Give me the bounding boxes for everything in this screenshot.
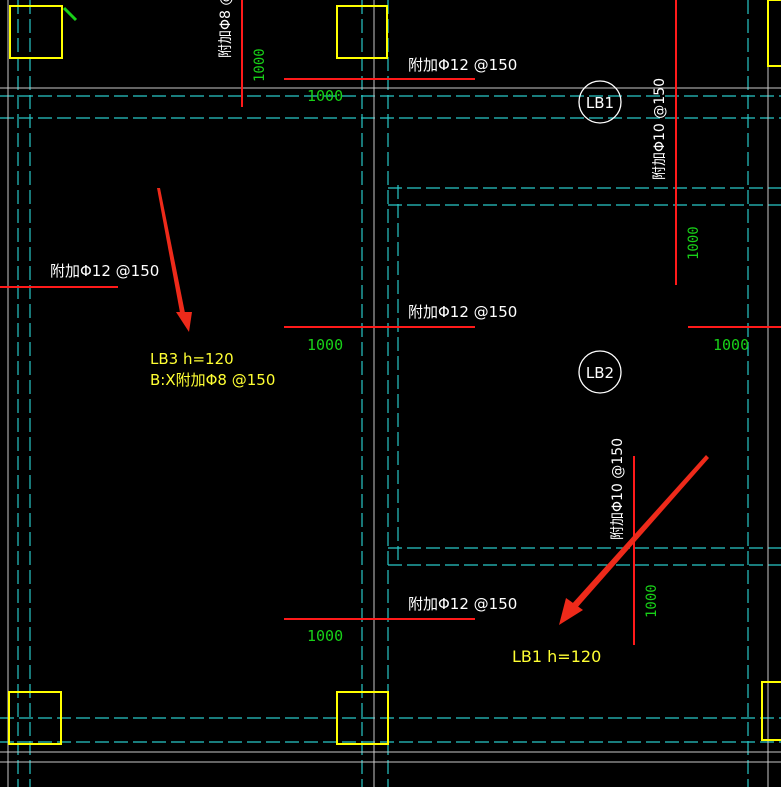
top-partial-rebar-label: 附加Φ8 @ [218, 0, 234, 58]
bottom-rebar-label: 附加Φ12 @150 [408, 595, 517, 613]
right-top-rebar-dim: 1000 [686, 226, 702, 260]
lower-rebar-label: 附加Φ10 @150 [610, 438, 626, 540]
column-bottom-left [8, 691, 62, 745]
middle-rebar-label: 附加Φ12 @150 [408, 303, 517, 321]
left-rebar-label: 附加Φ12 @150 [50, 262, 159, 280]
corner-mark [62, 6, 78, 22]
lb1-annotation: LB1 h=120 [512, 647, 601, 666]
column-bottom-right [761, 681, 781, 741]
arrow-shaft [571, 455, 709, 609]
slab-mark-circle-lb1 [578, 80, 622, 124]
middle-rebar-dim: 1000 [307, 336, 343, 354]
lb3-annotation-line1: LB3 h=120 [150, 350, 234, 368]
top-rebar-label: 附加Φ12 @150 [408, 56, 517, 74]
column-bottom-mid [336, 691, 389, 745]
lower-rebar-dim: 1000 [644, 584, 660, 618]
columns [8, 0, 781, 745]
column-top-right [767, 0, 781, 67]
column-top-mid [336, 5, 388, 59]
arrow-to-lb3 [157, 188, 192, 332]
arrow-head [559, 598, 583, 625]
arrow-to-lb1 [559, 455, 709, 625]
slab-mark-circle-lb2 [578, 350, 622, 394]
right-top-rebar-label: 附加Φ10 @150 [652, 78, 668, 180]
top-rebar-dim: 1000 [307, 87, 343, 105]
top-partial-rebar-dim: 1000 [252, 48, 268, 82]
arrow-shaft [157, 188, 186, 318]
lb3-annotation-line2: B:X附加Φ8 @150 [150, 371, 275, 389]
rebar-lines [0, 0, 781, 645]
column-top-left [9, 5, 63, 59]
arrow-head [176, 312, 192, 332]
slab-mark-lb1: LB1 [586, 94, 614, 112]
slab-mark-lb2: LB2 [586, 364, 614, 382]
bottom-rebar-dim: 1000 [307, 627, 343, 645]
right-edge-rebar-dim: 1000 [713, 336, 749, 354]
